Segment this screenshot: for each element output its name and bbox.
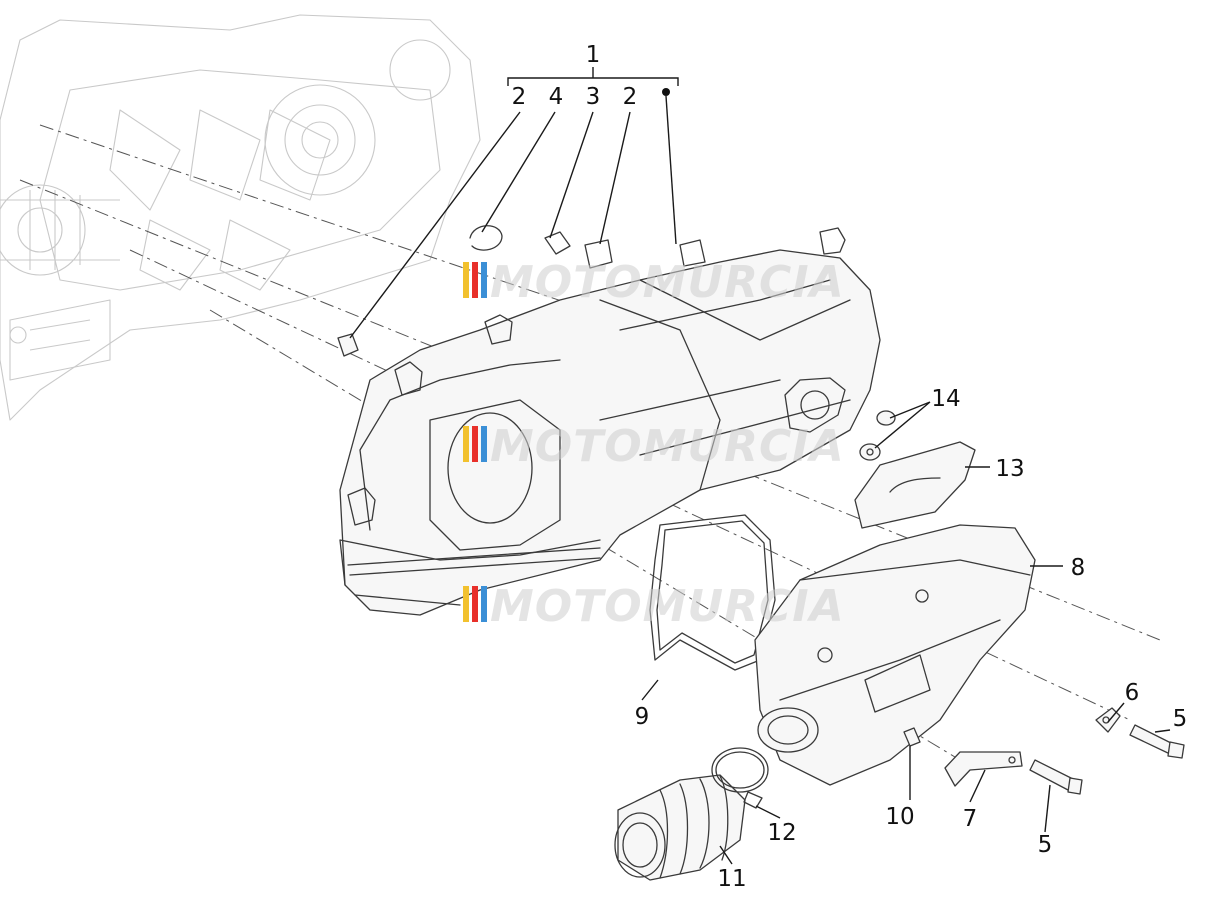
emblem-badge-13 bbox=[854, 441, 976, 529]
leader-lines bbox=[349, 67, 1171, 865]
bolt-5-upper bbox=[1129, 724, 1185, 759]
set-bullet-dot bbox=[662, 88, 670, 96]
screw-10 bbox=[903, 727, 921, 747]
callout-10: 10 bbox=[885, 804, 914, 830]
dowel-pin-2 bbox=[337, 333, 359, 357]
callout-1: 1 bbox=[586, 42, 601, 68]
engine-crankcase-ghost bbox=[0, 14, 481, 421]
watermark-logo-3: MOTOMURCIA bbox=[463, 581, 845, 632]
callout-3: 3 bbox=[586, 84, 601, 110]
hose-clamp-12 bbox=[711, 747, 769, 809]
gasket-9 bbox=[649, 514, 776, 671]
outer-cover-8 bbox=[754, 524, 1036, 786]
bracket-7 bbox=[944, 751, 1023, 787]
callout-2-top-right: 2 bbox=[623, 84, 638, 110]
callout-8: 8 bbox=[1071, 555, 1086, 581]
callout-7: 7 bbox=[963, 806, 978, 832]
callout-5-right: 5 bbox=[1173, 706, 1188, 732]
callout-5-lower: 5 bbox=[1038, 832, 1053, 858]
watermark-group: MOTOMURCIA MOTOMURCIA MOTOMURCIA bbox=[463, 257, 845, 632]
small-fittings bbox=[337, 225, 503, 357]
callout-13: 13 bbox=[995, 456, 1024, 482]
transmission-cover bbox=[339, 227, 881, 616]
watermark-text: MOTOMURCIA bbox=[490, 257, 845, 308]
callout-4: 4 bbox=[549, 84, 564, 110]
watermark-text: MOTOMURCIA bbox=[490, 581, 845, 632]
callout-9: 9 bbox=[635, 704, 650, 730]
callout-14: 14 bbox=[931, 386, 960, 412]
callout-12: 12 bbox=[767, 820, 796, 846]
callout-6: 6 bbox=[1125, 680, 1140, 706]
watermark-text: MOTOMURCIA bbox=[490, 421, 845, 472]
callout-labels: 1 2 4 3 2 14 13 8 9 6 5 10 7 5 12 11 bbox=[512, 42, 1188, 892]
bolt-5-lower bbox=[1029, 759, 1083, 795]
callout-11: 11 bbox=[717, 866, 746, 892]
watermark-logo-2: MOTOMURCIA bbox=[463, 421, 845, 472]
washers-14 bbox=[859, 410, 896, 461]
circlip-4 bbox=[469, 225, 503, 251]
watermark-logo-1: MOTOMURCIA bbox=[463, 257, 845, 308]
callout-2-top-left: 2 bbox=[512, 84, 527, 110]
intake-duct-11 bbox=[614, 774, 746, 881]
